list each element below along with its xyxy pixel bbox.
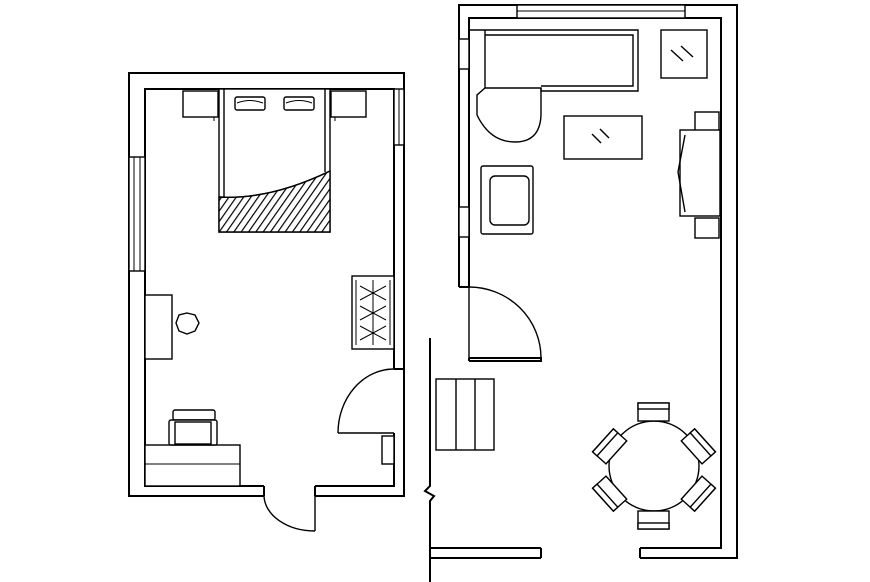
left-window: [458, 38, 470, 238]
dining-chair-bottom: [637, 510, 670, 530]
side-table: [144, 294, 173, 360]
staircase: [435, 378, 495, 451]
dining-chair-top: [637, 402, 670, 422]
nightstand-right: [330, 90, 367, 118]
coffee-table: [563, 115, 643, 160]
nightstand-left: [182, 90, 219, 118]
living-walls: [458, 4, 738, 559]
l-shaped-counter: [469, 29, 639, 92]
dining-chair-bottom-left: [591, 475, 628, 513]
bedroom: [128, 72, 405, 532]
bedroom-window-left: [128, 156, 146, 272]
round-stool: [175, 312, 200, 335]
pillow-left: [234, 96, 266, 111]
living-kitchen: [458, 4, 738, 559]
stove-unit: [660, 29, 708, 79]
dining-chair-top-left: [591, 427, 628, 465]
pillow-right: [283, 96, 315, 111]
living-entry-door: [468, 286, 542, 359]
break-line: [423, 338, 436, 582]
dining-chair-bottom-right: [680, 475, 717, 513]
armchair: [480, 165, 534, 235]
bedroom-inner-door: [337, 368, 395, 465]
top-window: [516, 4, 686, 19]
wardrobe: [351, 275, 395, 350]
sink: [476, 87, 542, 143]
stairwell: [423, 338, 542, 582]
double-bed: [218, 88, 331, 233]
bedroom-window-right: [393, 88, 405, 146]
desk: [144, 444, 241, 487]
desk-chair: [168, 409, 218, 446]
dining-chair-top-right: [680, 427, 717, 465]
tv-cabinet: [677, 111, 721, 239]
bedroom-entry-door: [263, 495, 316, 532]
